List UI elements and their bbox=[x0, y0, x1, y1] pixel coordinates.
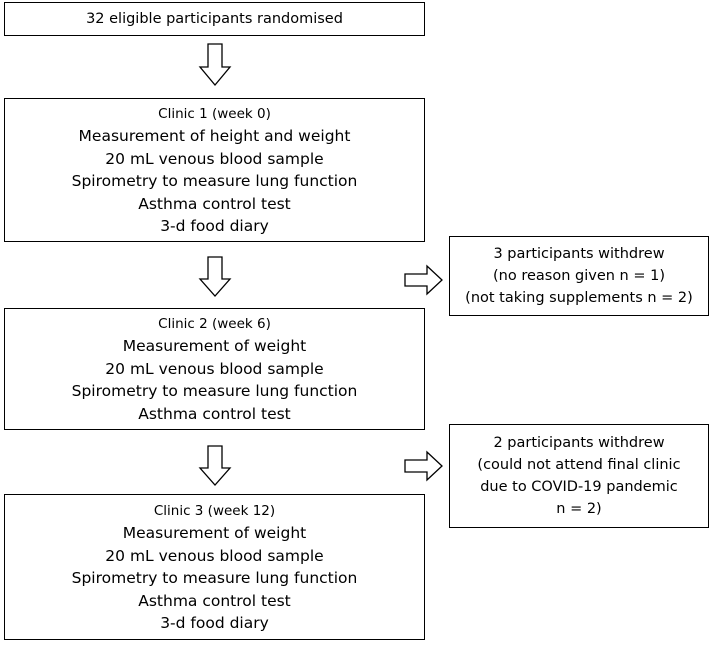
withdrawal-2-line: 2 participants withdrew bbox=[493, 435, 665, 451]
right-arrow-icon bbox=[404, 450, 443, 482]
withdrawal-1-line: (not taking supplements n = 2) bbox=[465, 290, 693, 306]
clinic-3-box: Clinic 3 (week 12) Measurement of weight… bbox=[4, 494, 425, 640]
down-arrow-icon bbox=[198, 445, 232, 486]
clinic-3-item: Measurement of weight bbox=[122, 524, 307, 542]
clinic-2-item: Asthma control test bbox=[138, 404, 291, 423]
clinic-2-heading: Clinic 2 (week 6) bbox=[158, 315, 271, 332]
down-arrow-icon bbox=[198, 43, 232, 87]
clinic-3-item: Asthma control test bbox=[138, 591, 291, 610]
clinic-1-item: 3-d food diary bbox=[160, 217, 269, 235]
withdrawal-1-line: (no reason given n = 1) bbox=[493, 268, 665, 284]
randomisation-text: 32 eligible participants randomised bbox=[86, 10, 343, 27]
clinic-1-item: Asthma control test bbox=[138, 194, 291, 213]
withdrawal-2-line: due to COVID-19 pandemic bbox=[480, 479, 678, 495]
clinic-1-item: Spirometry to measure lung function bbox=[71, 172, 358, 190]
clinic-1-item: Measurement of height and weight bbox=[78, 127, 351, 145]
clinic-1-box: Clinic 1 (week 0) Measurement of height … bbox=[4, 98, 425, 242]
clinic-3-item: Spirometry to measure lung function bbox=[71, 569, 358, 587]
down-arrow-icon bbox=[198, 256, 232, 297]
clinic-3-item: 3-d food diary bbox=[160, 614, 269, 632]
clinic-1-heading: Clinic 1 (week 0) bbox=[158, 105, 271, 122]
clinic-3-heading: Clinic 3 (week 12) bbox=[153, 502, 276, 519]
clinic-3-item: 20 mL venous blood sample bbox=[105, 546, 324, 565]
randomisation-box: 32 eligible participants randomised bbox=[4, 2, 425, 36]
clinic-2-item: 20 mL venous blood sample bbox=[105, 359, 324, 378]
withdrawal-1-line: 3 participants withdrew bbox=[493, 246, 665, 262]
clinic-2-item: Measurement of weight bbox=[122, 337, 307, 356]
withdrawal-2-box: 2 participants withdrew (could not atten… bbox=[449, 424, 709, 528]
withdrawal-2-line: (could not attend final clinic bbox=[477, 457, 681, 473]
clinic-2-item: Spirometry to measure lung function bbox=[71, 382, 358, 401]
right-arrow-icon bbox=[404, 264, 443, 296]
clinic-2-box: Clinic 2 (week 6) Measurement of weight … bbox=[4, 308, 425, 430]
withdrawal-2-line: n = 2) bbox=[556, 501, 602, 517]
clinic-1-item: 20 mL venous blood sample bbox=[105, 149, 324, 168]
withdrawal-1-box: 3 participants withdrew (no reason given… bbox=[449, 236, 709, 316]
